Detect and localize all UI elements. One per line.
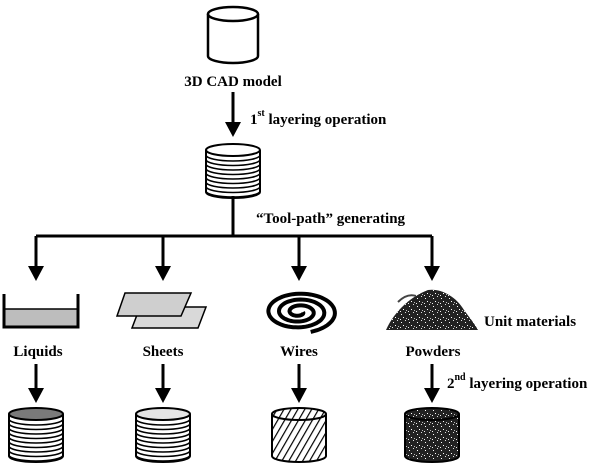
liquid-tank-icon	[2, 294, 80, 329]
liquid-part-stack	[8, 407, 64, 463]
lower-arrows	[28, 364, 440, 403]
arrow-layering-1	[225, 92, 241, 137]
powder-pile-icon	[386, 289, 478, 330]
material-label-sheets: Sheets	[143, 344, 184, 360]
sheet-part-stack	[135, 407, 191, 463]
material-label-wires: Wires	[280, 344, 318, 360]
layering-2-label: 2nd layering operation	[447, 372, 588, 392]
material-label-liquids: Liquids	[13, 344, 62, 360]
cad-model-cylinder	[206, 5, 260, 65]
sheets-icon	[115, 292, 208, 329]
layering-1-label: 1st layering operation	[250, 108, 387, 128]
unit-materials-label: Unit materials	[484, 314, 576, 330]
sliced-model-stack	[205, 143, 261, 199]
toolpath-label: “Tool-path” generating	[256, 211, 406, 227]
wire-part-stack	[271, 407, 327, 463]
branch-arrows	[28, 236, 440, 281]
material-label-powders: Powders	[406, 344, 461, 360]
wire-spiral-icon	[266, 291, 337, 334]
cad-model-label: 3D CAD model	[184, 74, 282, 90]
powder-part-stack	[404, 407, 460, 463]
